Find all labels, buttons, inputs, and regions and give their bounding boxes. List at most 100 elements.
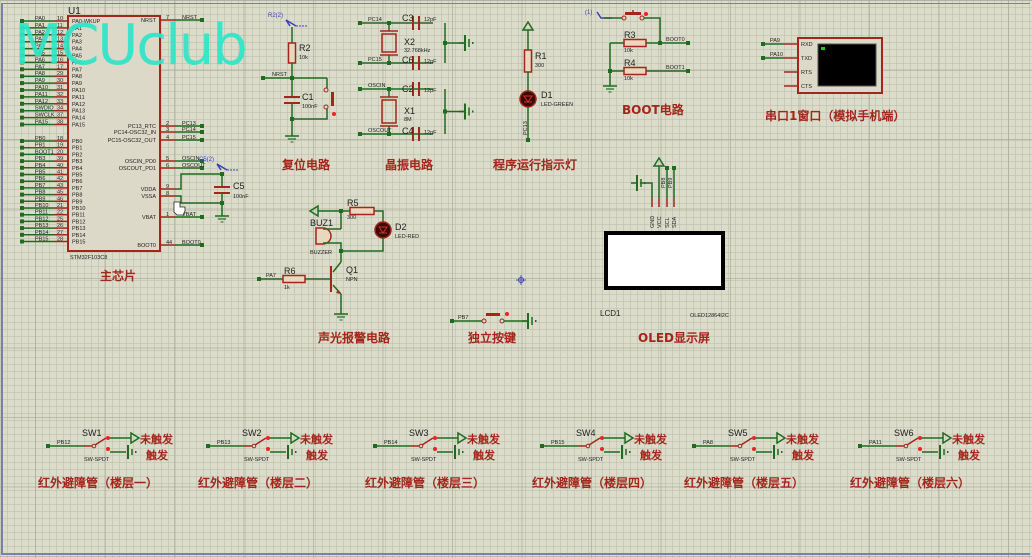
caption-crystal-circuit: 晶振电路	[385, 158, 434, 172]
net-label: PC15	[182, 135, 196, 141]
led-arrow	[378, 226, 388, 234]
pin-terminal-dot	[200, 215, 204, 219]
c4-value: 12pF	[424, 130, 437, 136]
pin-name: PA14	[72, 116, 85, 122]
pin-terminal-dot	[20, 53, 24, 58]
junction-dot	[658, 41, 662, 45]
pin-name: PA8	[72, 74, 82, 80]
net-label: PA10	[770, 52, 783, 58]
pin-name: BOOT0	[137, 243, 156, 249]
pin-terminal-dot	[20, 145, 24, 150]
transistor-arrow	[336, 290, 341, 294]
c3-value: 12pF	[424, 17, 437, 23]
switch-part: SW-SPDT	[896, 457, 922, 463]
net-label: PA3	[35, 37, 45, 43]
pin-name: PB5	[72, 173, 82, 179]
junction-dot	[387, 21, 391, 25]
wire	[640, 182, 653, 198]
junction-dot	[339, 209, 343, 213]
pin-name: OSCIN_PD0	[125, 159, 156, 165]
net-label: NRST	[182, 15, 198, 21]
switch-contact	[499, 318, 505, 324]
d1-value: LED-GREEN	[541, 102, 573, 108]
pin-terminal-dot	[20, 172, 24, 177]
power-terminal-icon	[521, 20, 535, 31]
uart-pin-name: CTS	[801, 84, 812, 90]
resistor-r4	[623, 66, 647, 76]
pin-name: PA10	[72, 88, 85, 94]
watermark: MCUclub	[14, 13, 248, 78]
power-terminal-icon	[308, 204, 319, 218]
ground-dot	[644, 182, 646, 184]
output-terminal-icon	[942, 431, 953, 445]
c1-value: 100nF	[302, 104, 318, 110]
pin-name: PA2	[72, 33, 82, 39]
pin-number: 44	[166, 240, 172, 246]
net-label: SWDIO	[35, 106, 54, 112]
caption-sw5: 红外避障管（楼层五）	[684, 476, 805, 490]
switch-blade	[94, 437, 107, 446]
net-label: PA12	[35, 99, 48, 105]
net-label: PB6	[35, 176, 45, 182]
pin-terminal-dot	[858, 444, 862, 448]
sheet-border	[1, 3, 1030, 555]
net-label: BOOT1	[35, 149, 54, 155]
pin-terminal-dot	[526, 138, 530, 142]
switch-blade	[906, 437, 919, 446]
caption-oled: OLED显示屏	[638, 331, 711, 345]
r4-value: 10k	[624, 76, 633, 82]
net-label: PB0	[35, 136, 45, 142]
q1-ref: Q1	[346, 265, 358, 275]
switch-ref: SW1	[82, 428, 102, 438]
pin-number: 26	[57, 223, 63, 229]
led-arrow	[523, 95, 533, 103]
pin-terminal-dot	[20, 159, 24, 164]
wire	[332, 261, 342, 273]
pin-name: PB8	[72, 193, 82, 199]
net-label: PA9	[770, 38, 780, 44]
pin-terminal-dot	[200, 138, 204, 142]
led-d1	[519, 90, 537, 108]
pin-name: PB4	[72, 166, 82, 172]
probe-label: R2(2)	[268, 13, 283, 19]
pin-name: PB12	[72, 219, 85, 225]
pin-terminal-dot	[20, 108, 24, 113]
pin-name: PB1	[72, 146, 82, 152]
pin-number: 28	[57, 237, 63, 243]
switch-state-off-label: 未触发	[633, 432, 668, 446]
oled-part: OLED12864I2C	[690, 313, 729, 319]
net-label: PA11	[35, 92, 48, 98]
ground-dot	[295, 451, 297, 453]
pin-terminal-dot	[200, 243, 204, 247]
pin-name: PA9	[72, 81, 82, 87]
switch-part: SW-SPDT	[578, 457, 604, 463]
junction-dot	[387, 61, 391, 65]
pin-terminal-dot	[200, 130, 204, 134]
pin-terminal-dot	[672, 166, 676, 170]
r2-ref: R2	[299, 43, 311, 53]
caption-sw2: 红外避障管（楼层二）	[198, 476, 319, 490]
switch-contact	[266, 447, 270, 451]
pin-number: 16	[57, 57, 63, 63]
junction-dot	[290, 117, 294, 121]
pin-name: PB14	[72, 233, 85, 239]
output-terminal-icon	[776, 431, 787, 445]
output-terminal-icon	[457, 431, 468, 445]
caption-run-led: 程序运行指示灯	[493, 158, 578, 172]
pin-terminal-dot	[540, 444, 544, 448]
pin-name: NRST	[141, 18, 157, 24]
switch-part: SW-SPDT	[244, 457, 270, 463]
net-label: PA8	[703, 440, 713, 446]
net-label: PB11	[35, 210, 48, 216]
pin-name: PA1	[72, 26, 82, 32]
wire	[374, 210, 384, 222]
pin-number: 3	[166, 127, 169, 133]
net-label: OSCIN	[182, 156, 199, 162]
net-label: PB4	[35, 163, 45, 169]
net-label: PB10	[35, 203, 48, 209]
pin-number: 10	[57, 16, 63, 22]
r5-ref: R5	[347, 198, 359, 208]
pin-terminal-dot	[20, 39, 24, 44]
pin-terminal-dot	[200, 124, 204, 128]
